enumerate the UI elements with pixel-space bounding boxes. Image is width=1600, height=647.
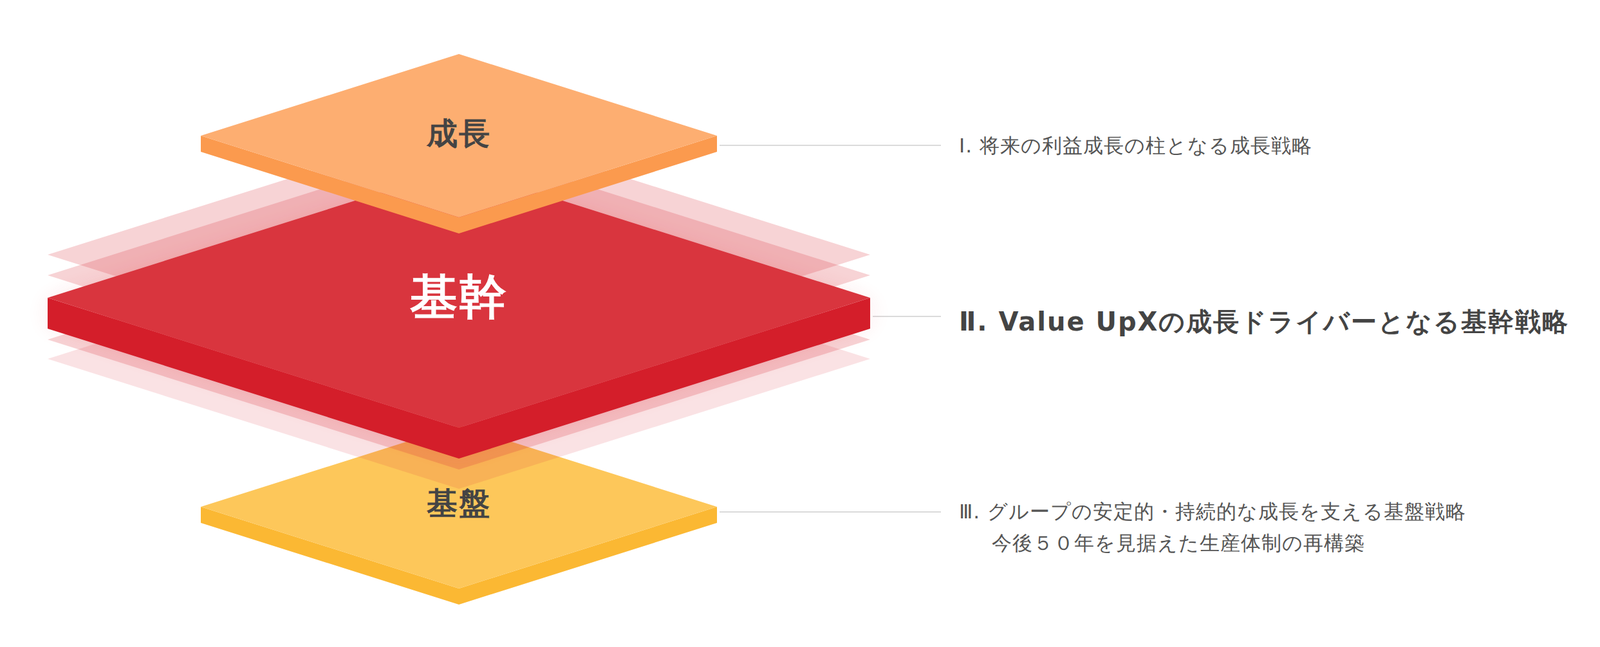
diamond-face [200, 425, 717, 589]
strategy-label: Ⅱ. Value UpXの成長ドライバーとなる基幹戦略 [958, 304, 1570, 340]
layer-diamond: 成長 [200, 54, 717, 234]
strategy-label: Ⅰ. 将来の利益成長の柱となる成長戦略 [958, 132, 1313, 160]
layer-title: 基盤 [200, 483, 717, 525]
leader-line [719, 511, 941, 513]
strategy-label: 今後５０年を見据えた生産体制の再構築 [991, 530, 1366, 558]
layer-title: 基幹 [47, 265, 871, 331]
strategy-label: Ⅲ. グループの安定的・持続的な成長を支える基盤戦略 [958, 498, 1467, 526]
diamond-face [47, 167, 871, 428]
leader-line [872, 316, 941, 318]
layer-title: 成長 [200, 113, 717, 155]
leader-line [719, 144, 941, 147]
